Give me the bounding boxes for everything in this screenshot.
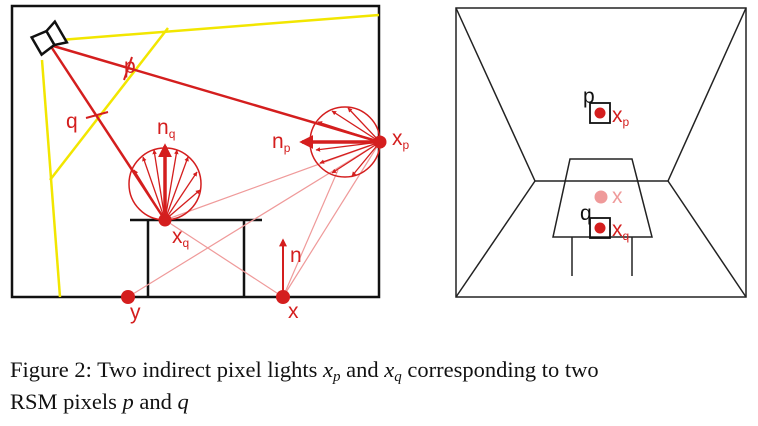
right-panel [455,7,747,298]
point-xp [373,135,387,149]
left-panel: p q nq np xp xq n y x [10,4,410,324]
pixel-p-box [589,102,611,124]
label-nq: nq [157,116,175,141]
right-panel-marks: p xp x q xq [580,85,630,243]
right-label-xp: xp [612,104,630,129]
light-frustum [40,13,380,298]
caption-q: q [177,389,189,414]
label-q: q [66,110,78,133]
pixel-q-box [589,217,611,239]
xq-fan [133,149,201,221]
caption-xp: xp [322,357,341,385]
table-top-view [552,158,653,238]
caption-p: p [122,389,134,414]
view-frame [455,7,747,298]
label-np: np [272,130,291,155]
label-n: n [290,244,302,267]
right-label-x: x [612,185,623,208]
point-y [121,290,135,304]
spotlight-icon [29,19,69,57]
figure-illustration: p q nq np xp xq n y x p xp x q xq [10,4,747,324]
right-point-xq [594,222,606,234]
xp-fan [315,107,381,177]
label-xq: xq [172,225,189,250]
right-point-xp [594,107,606,119]
caption-xq: xq [384,357,402,385]
ray-ticks [85,56,133,119]
label-x: x [288,300,299,323]
primary-rays [48,43,381,221]
label-xp: xp [392,127,410,152]
point-x [276,290,290,304]
label-p: p [124,55,136,78]
right-label-q: q [580,202,592,225]
right-label-p: p [583,85,595,108]
label-y: y [130,301,141,324]
table-left [130,218,262,297]
right-point-x [594,190,608,204]
point-xq [158,213,172,227]
right-label-xq: xq [612,218,629,243]
figure-caption: Figure 2: Two indirect pixel lights xp a… [10,357,599,414]
